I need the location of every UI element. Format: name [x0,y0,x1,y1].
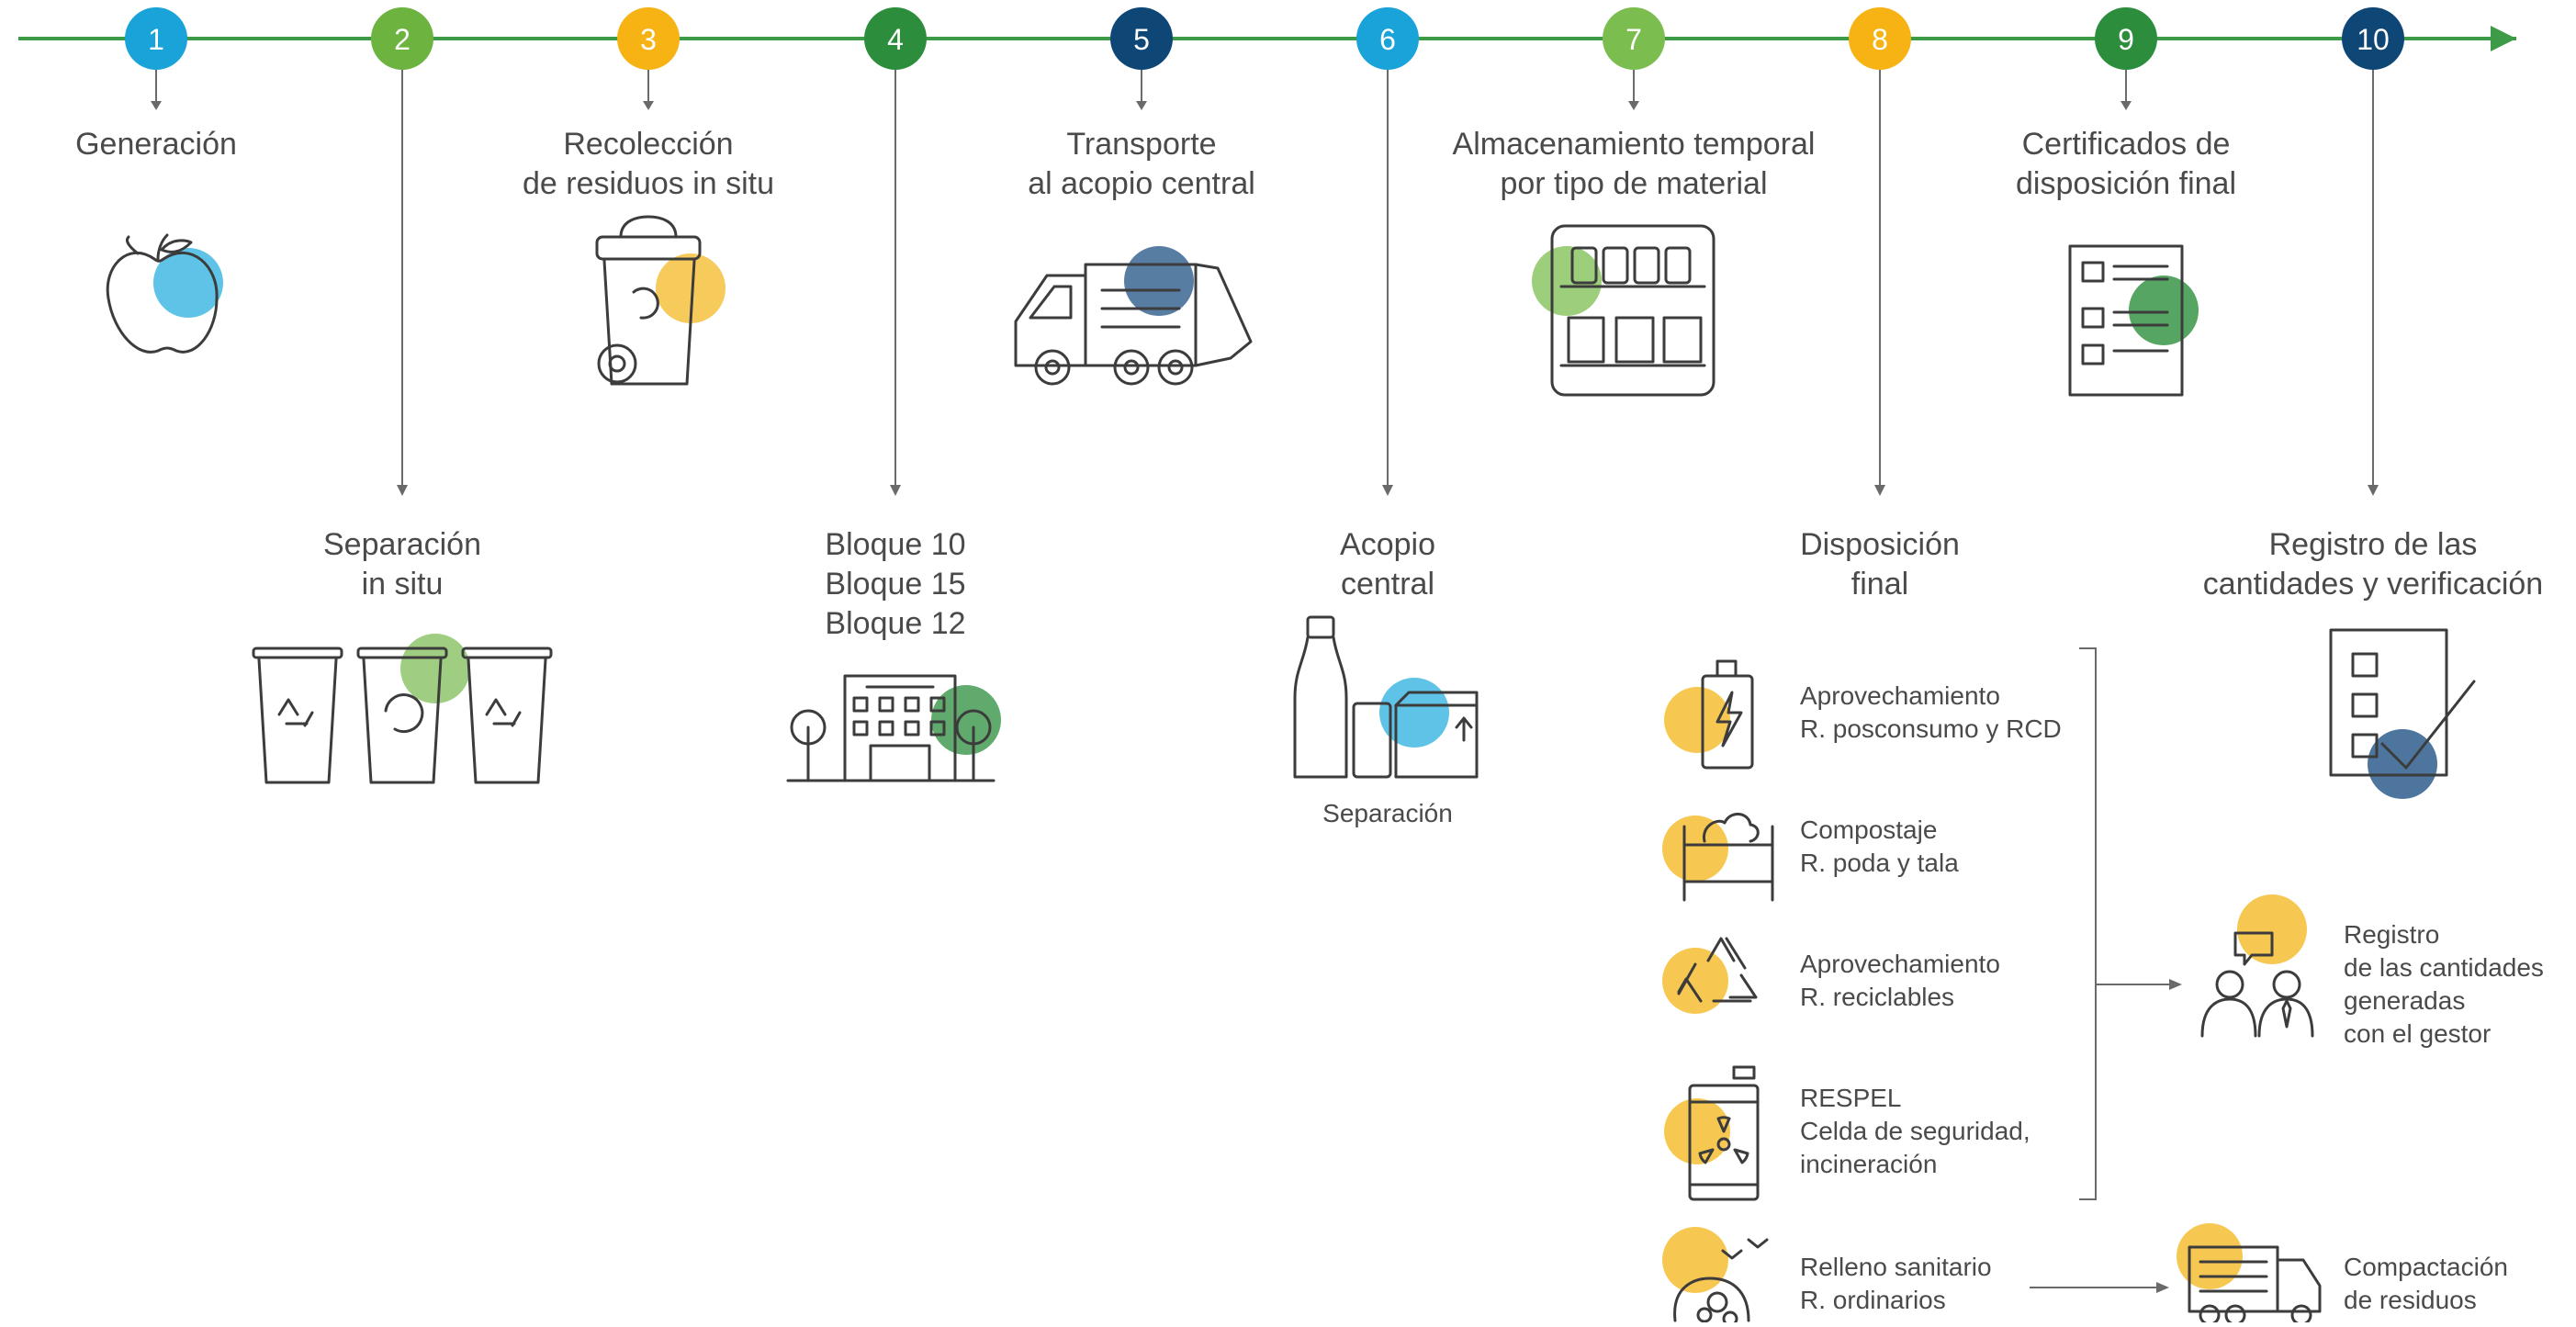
garbage-truck-icon [1014,246,1253,386]
step-circle-4 [864,7,927,70]
step-6: 6 [1356,7,1419,70]
step-circle-7 [1603,7,1665,70]
step-number-1: 1 [148,23,164,56]
recycle-bins-icon [252,634,553,784]
verification-checklist-icon [2329,628,2476,799]
connector-arrow-5 [1136,101,1147,110]
step-5: 5 [1110,7,1173,70]
step-number-10: 10 [2357,23,2390,56]
step-9: 9 [2095,7,2157,70]
step-circle-1 [125,7,187,70]
step-3: 3 [617,7,680,70]
connector-arrow-7 [1628,101,1639,110]
hazard-barrel-icon [1664,1065,1760,1201]
certificate-document-icon [2068,244,2199,397]
step-number-3: 3 [640,23,657,56]
step-number-9: 9 [2118,23,2134,56]
disposal-bracket [2079,647,2182,1200]
step-circle-10 [2342,7,2404,70]
step-2: 2 [371,7,433,70]
step-circle-5 [1110,7,1173,70]
step-circle-6 [1356,7,1419,70]
step-7: 7 [1603,7,1665,70]
people-meeting-icon [2200,894,2314,1038]
timeline-arrowhead [2491,26,2516,51]
step-number-4: 4 [887,23,904,56]
acopio-sub-label: Separación [1322,799,1453,827]
step-1: 1 [125,7,187,70]
connector-arrow-9 [2120,101,2132,110]
connectors [151,70,2379,496]
step-8: 8 [1849,7,1911,70]
building-icon [786,674,1001,782]
connector-arrow-10 [2368,485,2379,496]
step-10: 10 [2342,7,2404,70]
step-4: 4 [864,7,927,70]
step-circle-2 [371,7,433,70]
step-circle-9 [2095,7,2157,70]
landfill-icon [1662,1227,1769,1327]
compost-icon [1662,813,1774,902]
step-number-8: 8 [1872,23,1888,56]
landfill-arrow [2030,1282,2169,1293]
recycle-icon [1662,937,1758,1014]
step-circle-3 [617,7,680,70]
connector-arrow-6 [1382,485,1393,496]
apple-icon [106,233,223,354]
step-number-5: 5 [1133,23,1150,56]
bottle-box-icon [1293,615,1479,779]
connector-arrow-1 [151,101,162,110]
step-circle-8 [1849,7,1911,70]
storage-shelf-icon [1532,224,1715,397]
wheelie-bin-icon [595,215,726,386]
step-number-6: 6 [1379,23,1396,56]
connector-arrow-2 [397,485,408,496]
connector-arrow-8 [1874,485,1885,496]
connector-arrow-3 [643,101,654,110]
step-label-1: Generación [75,127,237,162]
step-number-7: 7 [1625,23,1642,56]
connector-arrow-4 [890,485,901,496]
step-number-2: 2 [394,23,411,56]
battery-icon [1664,659,1754,770]
compaction-truck-icon [2177,1223,2322,1326]
